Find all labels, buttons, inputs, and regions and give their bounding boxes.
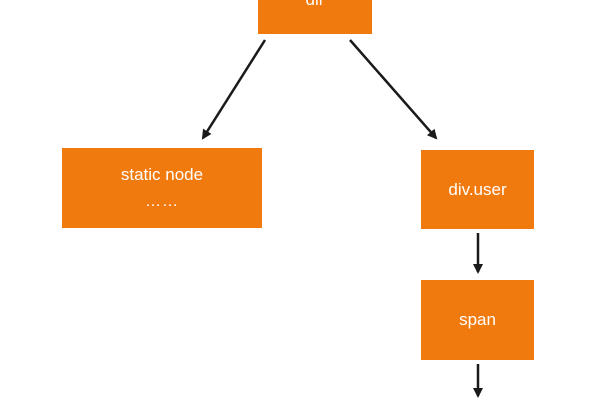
node-root-label: dir [306, 0, 325, 12]
node-user-label: div.user [448, 179, 507, 199]
node-user: div.user [421, 150, 534, 229]
node-static-label: static node [120, 165, 204, 185]
node-static: static node …… [62, 148, 262, 228]
edge-root-to-user [349, 39, 438, 140]
node-static-sublabel: …… [145, 192, 179, 210]
node-span-label: span [459, 310, 496, 330]
node-root: dir [258, 0, 372, 34]
edge-root-to-static [201, 39, 267, 140]
node-span: span [421, 280, 534, 360]
